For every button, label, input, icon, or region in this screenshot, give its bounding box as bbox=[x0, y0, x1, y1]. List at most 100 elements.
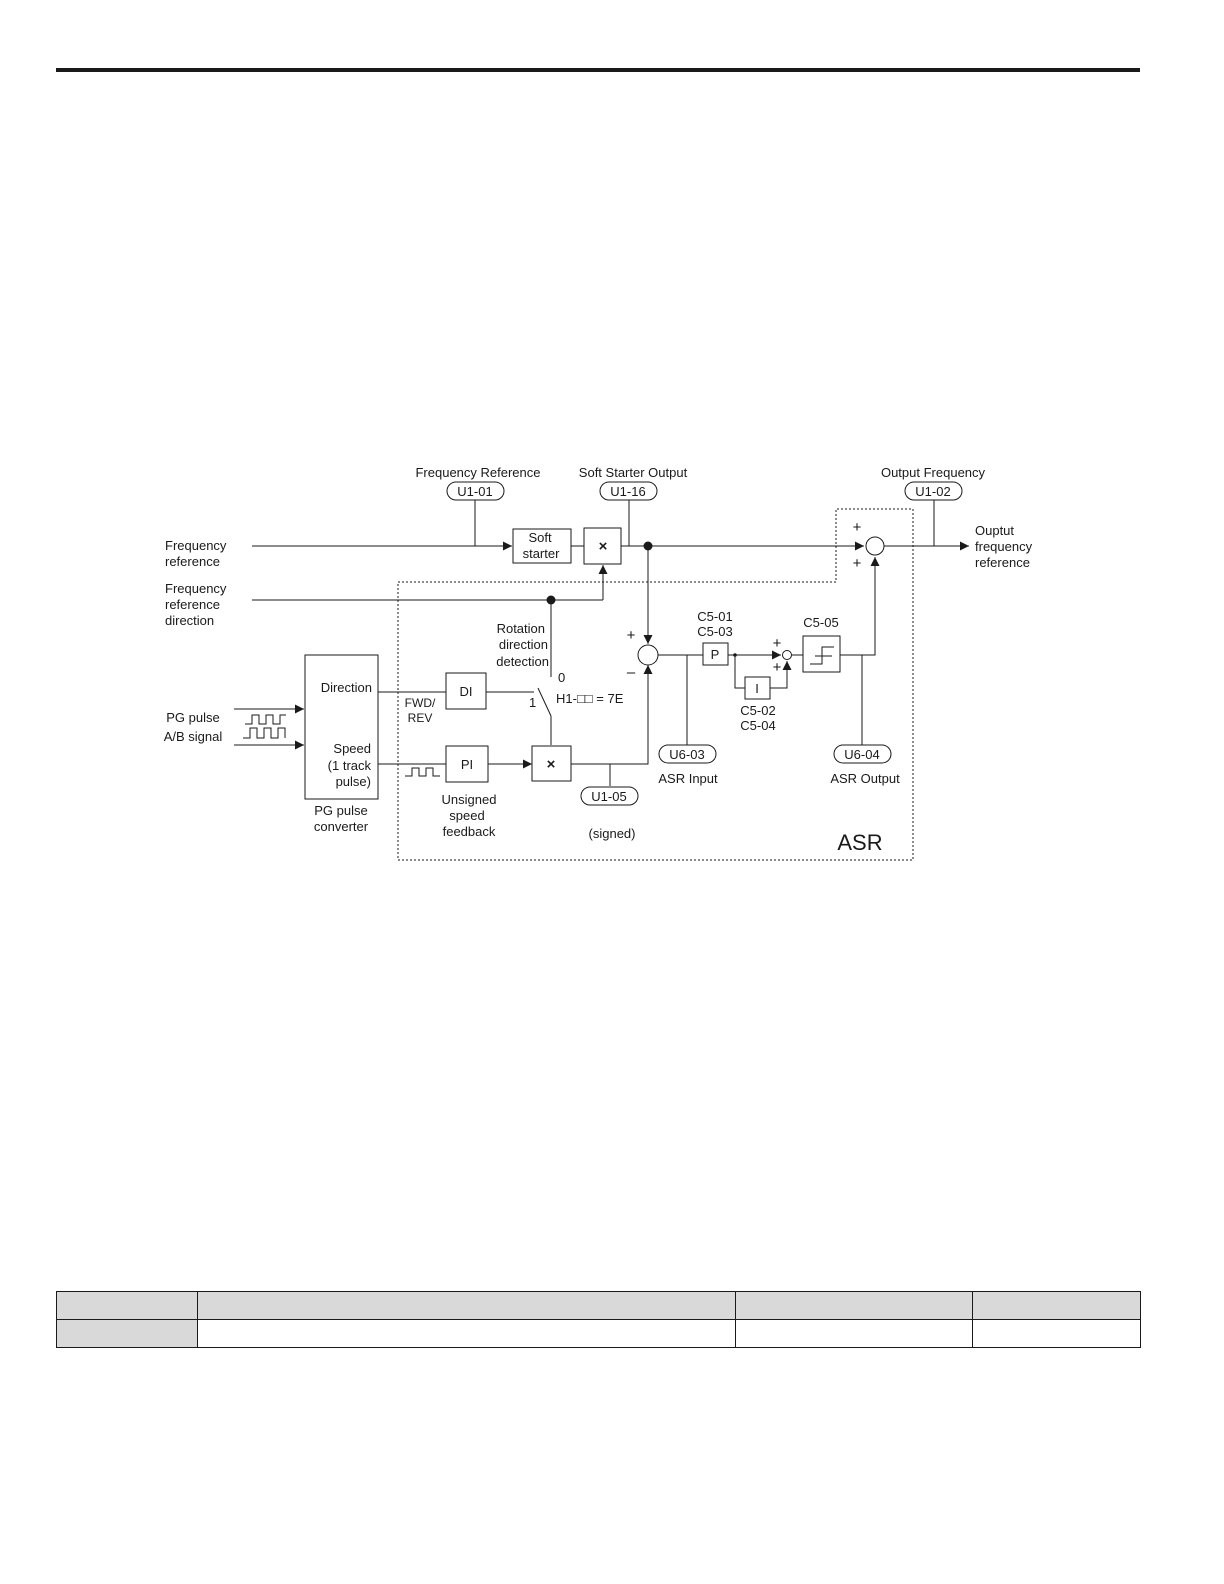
speed-label-1: Speed bbox=[333, 741, 371, 756]
unsigned-label-1: Unsigned bbox=[442, 792, 497, 807]
di-block-label: DI bbox=[460, 684, 473, 699]
direction-label: Direction bbox=[321, 680, 372, 695]
freq-dir-label-3: direction bbox=[165, 613, 214, 628]
signed-label: (signed) bbox=[589, 826, 636, 841]
switch-0-label: 0 bbox=[558, 670, 565, 685]
table-header-cell bbox=[735, 1291, 973, 1320]
sign-pi-plus-bottom: + bbox=[773, 659, 782, 676]
c5-02-label: C5-02 bbox=[740, 703, 775, 718]
sign-asr-minus: – bbox=[627, 664, 636, 681]
monitor-u6-04-label: U6-04 bbox=[844, 747, 879, 762]
mult-block-top bbox=[583, 527, 622, 565]
speed-label-3: pulse) bbox=[336, 774, 371, 789]
junction-dot-dir bbox=[546, 595, 556, 605]
rotation-label-3: detection bbox=[496, 654, 549, 669]
h1-setting-label: H1-□□ = 7E bbox=[556, 691, 624, 706]
table-cell bbox=[197, 1319, 736, 1348]
mult-icon-top: × bbox=[599, 538, 608, 555]
mult-icon-bottom: × bbox=[547, 756, 556, 773]
table-header-cell bbox=[56, 1291, 198, 1320]
pg-converter-label-2: converter bbox=[314, 819, 369, 834]
pg-pulse-label-2: A/B signal bbox=[164, 729, 223, 744]
monitor-u6-03 bbox=[658, 744, 717, 764]
table-header-cell bbox=[972, 1291, 1141, 1320]
pi-block-label: PI bbox=[461, 757, 473, 772]
monitor-u1-01-label: U1-01 bbox=[457, 484, 492, 499]
sign-output-plus-top: + bbox=[853, 519, 862, 536]
fwd-label: FWD/ bbox=[405, 696, 436, 710]
asr-region-label: ASR bbox=[837, 830, 882, 855]
monitor-u1-16-label: U1-16 bbox=[610, 484, 645, 499]
mult-block-bottom bbox=[531, 745, 572, 782]
pi-block bbox=[445, 745, 489, 783]
unsigned-label-3: feedback bbox=[443, 824, 496, 839]
speed-label-2: (1 track bbox=[328, 758, 372, 773]
pg-converter-label-1: PG pulse bbox=[314, 803, 367, 818]
asr-summing-junction bbox=[637, 644, 659, 666]
table-header-cell bbox=[197, 1291, 736, 1320]
pulse-wave-a bbox=[245, 714, 286, 725]
monitor-u6-03-label: U6-03 bbox=[669, 747, 704, 762]
monitor-u1-02-label: U1-02 bbox=[915, 484, 950, 499]
sign-output-plus-bottom: + bbox=[853, 555, 862, 572]
pg-pulse-label-1: PG pulse bbox=[166, 710, 219, 725]
pi-summing-junction bbox=[782, 650, 792, 660]
soft-starter-label-2: starter bbox=[523, 546, 561, 561]
pg-pulse-converter-block bbox=[304, 654, 379, 800]
output-summing-junction bbox=[865, 536, 885, 556]
table-row bbox=[56, 1319, 1141, 1348]
monitor-u1-05 bbox=[580, 786, 639, 806]
p-block-label: P bbox=[711, 647, 720, 662]
monitor-u6-04 bbox=[833, 744, 892, 764]
soft-starter-label-1: Soft bbox=[528, 530, 552, 545]
rotation-label-1: Rotation bbox=[497, 621, 545, 636]
i-block-label: I bbox=[755, 681, 759, 696]
top-rule bbox=[56, 68, 1140, 72]
monitor-u1-02 bbox=[904, 481, 963, 501]
freq-dir-label-1: Frequency bbox=[165, 581, 227, 596]
output-ref-label-3: reference bbox=[975, 555, 1030, 570]
rev-label: REV bbox=[408, 711, 433, 725]
limit-block bbox=[802, 635, 841, 673]
i-to-sum2-line bbox=[770, 661, 792, 689]
asr-region-outline bbox=[397, 508, 914, 861]
switch-1-label: 1 bbox=[529, 695, 536, 710]
monitor-u1-16 bbox=[599, 481, 658, 501]
asr-input-label: ASR Input bbox=[658, 771, 718, 786]
di-block bbox=[445, 672, 487, 710]
soft-starter-block bbox=[512, 528, 572, 564]
table-header-row bbox=[56, 1291, 1141, 1320]
parameter-table bbox=[56, 1291, 1141, 1348]
junction-dot-ref bbox=[643, 541, 653, 551]
soft-starter-output-title: Soft Starter Output bbox=[579, 465, 688, 480]
output-ref-label-2: frequency bbox=[975, 539, 1033, 554]
freq-ref-input-label-2: reference bbox=[165, 554, 220, 569]
freq-ref-title: Frequency Reference bbox=[415, 465, 540, 480]
feedback-to-sum-line bbox=[571, 665, 653, 765]
pulse-wave-b bbox=[243, 727, 286, 739]
p-block bbox=[702, 642, 729, 666]
sign-asr-plus: + bbox=[627, 627, 636, 644]
freq-dir-label-2: reference bbox=[165, 597, 220, 612]
junction-dot-pi bbox=[733, 653, 737, 657]
rotation-label-2: direction bbox=[499, 637, 548, 652]
sign-pi-plus-top: + bbox=[773, 635, 782, 652]
pulse-wave-speed bbox=[405, 767, 440, 777]
c5-01-label: C5-01 bbox=[697, 609, 732, 624]
switch-blade bbox=[537, 687, 552, 717]
table-cell bbox=[735, 1319, 973, 1348]
c5-03-label: C5-03 bbox=[697, 624, 732, 639]
monitor-u1-01 bbox=[446, 481, 505, 501]
c5-05-label: C5-05 bbox=[803, 615, 838, 630]
asr-output-label: ASR Output bbox=[830, 771, 900, 786]
freq-ref-input-label: Frequency bbox=[165, 538, 227, 553]
i-block bbox=[744, 676, 771, 700]
unsigned-label-2: speed bbox=[449, 808, 484, 823]
limit-curve bbox=[810, 646, 834, 665]
limit-to-output-sum-line bbox=[840, 557, 880, 656]
table-cell bbox=[972, 1319, 1141, 1348]
monitor-u1-05-label: U1-05 bbox=[591, 789, 626, 804]
p-to-i-line bbox=[734, 655, 745, 689]
table-cell bbox=[56, 1319, 198, 1348]
